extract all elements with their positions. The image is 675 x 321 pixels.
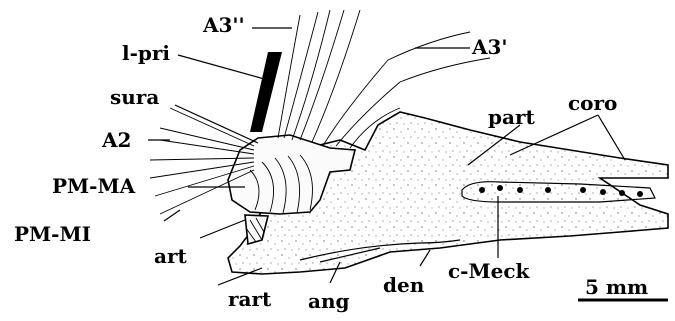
label-a3-prime: A3': [471, 35, 508, 59]
label-ang: ang: [308, 289, 350, 313]
label-pm-ma: PM-MA: [52, 174, 136, 198]
label-a3-double-prime: A3'': [202, 13, 245, 37]
label-pm-mi: PM-MI: [14, 222, 91, 246]
label-den: den: [383, 273, 425, 297]
l-pri-bar: [250, 52, 282, 132]
scale-bar-label: 5 mm: [585, 275, 648, 299]
label-sura: sura: [110, 85, 159, 109]
label-rart: rart: [228, 287, 272, 311]
label-c-meck: c-Meck: [448, 259, 531, 283]
label-part: part: [488, 105, 535, 129]
label-a2: A2: [101, 128, 131, 152]
label-l-pri: l-pri: [122, 41, 170, 65]
label-coro: coro: [568, 91, 617, 115]
label-art: art: [154, 244, 187, 268]
